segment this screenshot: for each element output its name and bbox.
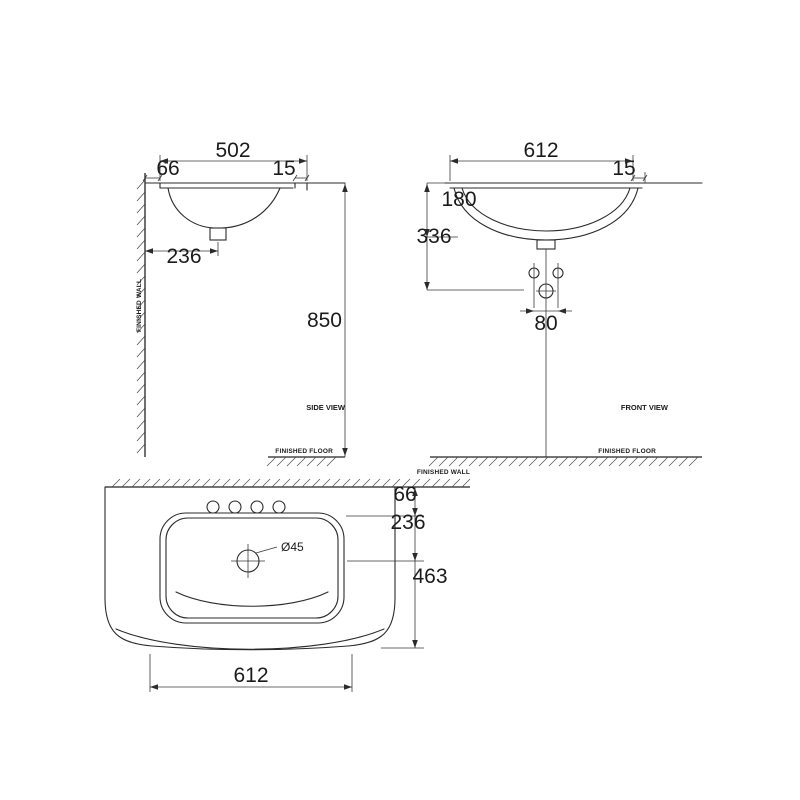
side-view: 502 66 15 236 850 SIDE VIEW FINISHED FLO… bbox=[136, 139, 346, 467]
top-basin-front-arc bbox=[175, 591, 329, 607]
dim-612-top-label: 612 bbox=[233, 664, 268, 687]
dim-80-extensions bbox=[533, 283, 559, 308]
front-drain-block bbox=[536, 239, 556, 250]
dim-15-side-ticks bbox=[292, 174, 310, 182]
front-view: 612 15 180 336 80 FRONT VIEW FINISHED FL… bbox=[416, 139, 703, 467]
drain-diameter-label: Ø45 bbox=[281, 540, 304, 554]
top-faucet-hole-3 bbox=[250, 500, 264, 514]
top-drain-leader bbox=[255, 546, 278, 554]
dim-850-label: 850 bbox=[307, 309, 342, 332]
top-basin-inner bbox=[165, 517, 339, 619]
dim-66-top-label: 66 bbox=[393, 483, 416, 506]
top-finished-wall-label: FINISHED WALL bbox=[417, 469, 470, 476]
dim-80-label: 80 bbox=[534, 312, 557, 335]
dim-612-front-extensions bbox=[449, 155, 634, 181]
dim-612-top-extensions bbox=[149, 654, 353, 692]
dim-502-extensions bbox=[159, 155, 308, 181]
side-front-lip-edges bbox=[294, 182, 308, 191]
side-wall-hatch bbox=[136, 179, 146, 454]
side-drain-trap bbox=[209, 227, 227, 241]
dim-336-label: 336 bbox=[416, 225, 451, 248]
arrowheads bbox=[145, 158, 633, 690]
top-faucet-hole-4 bbox=[272, 500, 286, 514]
side-view-title: SIDE VIEW bbox=[306, 403, 346, 412]
top-wall-hatch bbox=[111, 478, 471, 488]
dim-502-label: 502 bbox=[215, 139, 250, 162]
front-floor-hatch bbox=[428, 456, 699, 467]
top-counter-outline bbox=[104, 486, 396, 651]
side-basin-bowl bbox=[167, 187, 281, 229]
dim-236-side-label: 236 bbox=[166, 245, 201, 268]
dim-463-label: 463 bbox=[412, 565, 447, 588]
dim-236-top-label: 236 bbox=[390, 511, 425, 534]
top-apron-arc bbox=[115, 628, 385, 650]
dim-66-ticks bbox=[142, 174, 163, 182]
dim-180-label: 180 bbox=[441, 188, 476, 211]
dim-612-front-label: 612 bbox=[523, 139, 558, 162]
dim-left-stack-extensions bbox=[427, 182, 524, 291]
side-finished-wall-label: FINISHED WALL bbox=[136, 279, 143, 332]
front-view-title: FRONT VIEW bbox=[621, 403, 669, 412]
side-floor-hatch bbox=[266, 456, 337, 467]
front-finished-floor-label: FINISHED FLOOR bbox=[598, 448, 656, 455]
dim-15-front-ticks bbox=[630, 174, 648, 182]
top-basin-outer bbox=[159, 512, 345, 624]
side-finished-floor-label: FINISHED FLOOR bbox=[275, 448, 333, 455]
top-faucet-hole-1 bbox=[206, 500, 220, 514]
front-bowl-inner bbox=[461, 187, 631, 232]
dim-right-stack-extensions bbox=[346, 515, 424, 649]
top-faucet-hole-2 bbox=[228, 500, 242, 514]
top-drain-crosshair bbox=[231, 544, 265, 578]
top-view: 66 236 463 612 Ø45 FINISHED WALL bbox=[104, 469, 471, 692]
dim-15-front-label: 15 bbox=[612, 157, 635, 180]
dim-15-side-label: 15 bbox=[272, 157, 295, 180]
dim-66-side-label: 66 bbox=[156, 157, 179, 180]
